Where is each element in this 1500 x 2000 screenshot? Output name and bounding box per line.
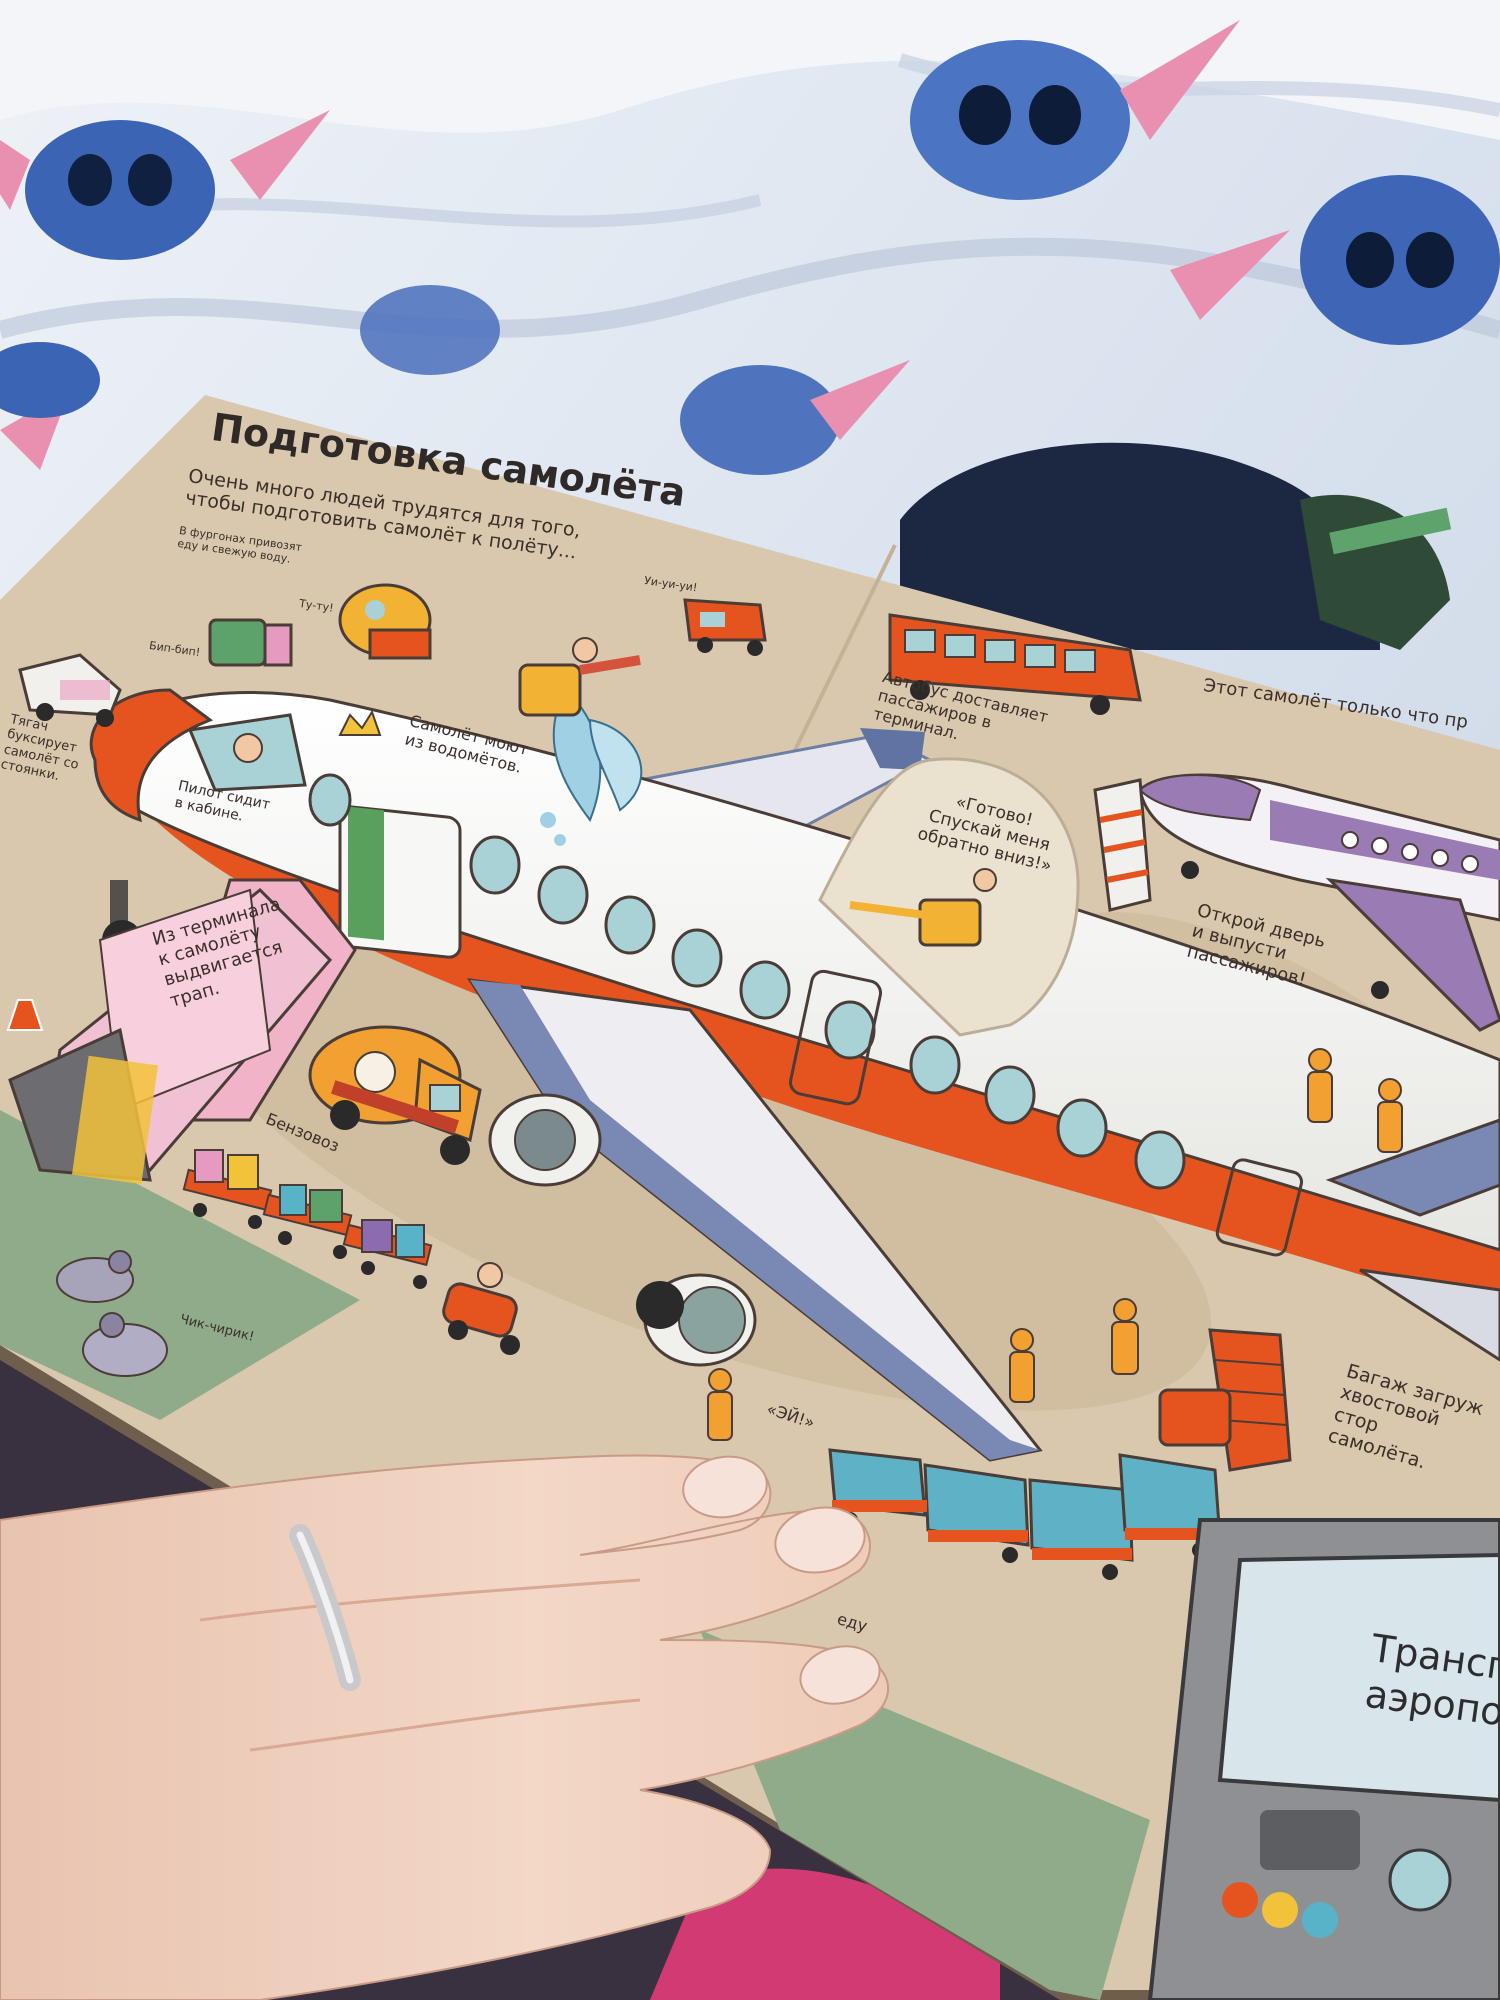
sock-stripe [1329, 507, 1452, 555]
stitch-pattern [0, 20, 1500, 475]
jet-bridge [8, 878, 357, 1185]
water-jet [540, 688, 643, 846]
baggage-carts [828, 1448, 1222, 1580]
purple-airplane [1093, 773, 1500, 1032]
fuel-truck [308, 1025, 482, 1165]
fire-truck [683, 598, 767, 656]
ground-workers [707, 1048, 1403, 1441]
knee [900, 442, 1380, 650]
food-vans [208, 583, 432, 667]
pink-cloth [650, 1868, 1000, 2000]
washer-worker [518, 637, 641, 717]
ready-flap [818, 757, 1080, 1037]
transport-panel [1147, 1518, 1500, 2000]
tug-vehicle [18, 653, 122, 727]
traffic-cone [6, 999, 44, 1031]
hand [0, 1454, 889, 2000]
passenger-bus [888, 613, 1142, 715]
pigeons [56, 1250, 168, 1377]
baggage-train [182, 1149, 520, 1355]
ready-worker [849, 868, 997, 947]
baggage-loader [1158, 1328, 1292, 1472]
main-airplane [89, 688, 1500, 1462]
